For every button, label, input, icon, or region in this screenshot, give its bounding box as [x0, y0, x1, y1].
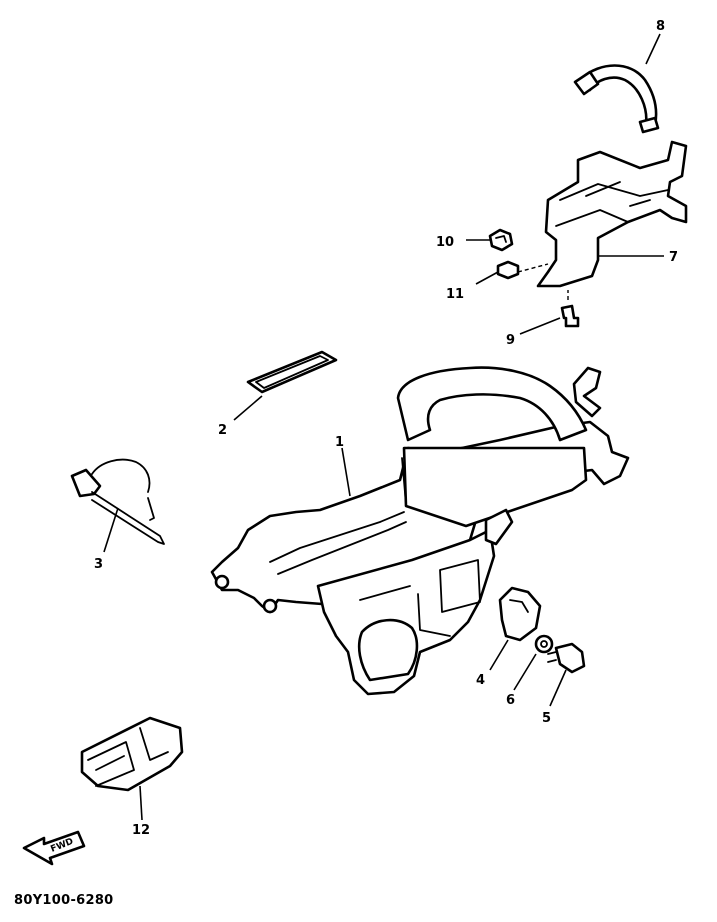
small-bracket-part — [498, 586, 542, 642]
nut-part — [488, 228, 514, 252]
callout-9: 9 — [506, 333, 515, 348]
frame-body-part — [210, 366, 630, 696]
leader-lines — [103, 33, 664, 821]
bolt-part — [547, 642, 586, 674]
callout-4: 4 — [476, 673, 485, 688]
band-strap-part — [573, 64, 660, 134]
callout-7: 7 — [669, 250, 678, 265]
callout-3: 3 — [94, 557, 103, 572]
callout-6: 6 — [506, 693, 515, 708]
callout-10: 10 — [436, 235, 454, 250]
cable-strap-part — [70, 458, 165, 545]
connector-part — [80, 716, 184, 792]
callout-5: 5 — [542, 711, 551, 726]
bracket-part — [536, 140, 688, 288]
fwd-arrow-icon: FWD — [22, 830, 86, 866]
nut-small-part — [496, 260, 549, 280]
bolt-small-part — [560, 290, 580, 328]
washer-part — [534, 634, 554, 654]
callout-11: 11 — [446, 287, 464, 302]
callout-1: 1 — [335, 435, 344, 450]
reference-code: 80Y100-6280 — [14, 893, 114, 908]
callout-12: 12 — [132, 823, 150, 838]
pad-part — [246, 350, 338, 394]
callout-8: 8 — [656, 19, 665, 34]
callout-2: 2 — [218, 423, 227, 438]
